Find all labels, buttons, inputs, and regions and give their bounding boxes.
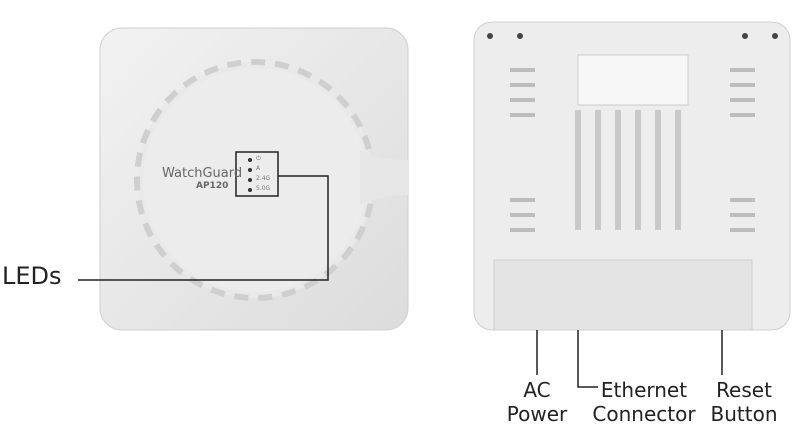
leds-callout: LEDs <box>2 262 62 290</box>
back-device <box>473 21 791 331</box>
brand-logo: WatchGuard <box>162 166 243 181</box>
ac-power-line1: AC <box>523 378 551 402</box>
ethernet-line2: Connector <box>592 402 696 426</box>
ac-power-callout: AC Power <box>500 378 574 426</box>
reset-button-callout: Reset Button <box>704 378 784 426</box>
ac-power-line2: Power <box>506 402 568 426</box>
led-power-label: ⏻ <box>256 155 261 162</box>
led-24g-label: 2.4G <box>256 175 271 182</box>
ethernet-callout: Ethernet Connector <box>588 378 700 426</box>
reset-line2: Button <box>710 402 778 426</box>
model-label: AP120 <box>196 181 229 191</box>
ethernet-line1: Ethernet <box>600 378 688 402</box>
led-a-label: A <box>256 165 261 172</box>
callout-lines <box>78 175 723 388</box>
reset-line1: Reset <box>716 378 772 402</box>
front-device <box>99 27 409 331</box>
led-5g-label: 5.0G <box>256 185 271 192</box>
